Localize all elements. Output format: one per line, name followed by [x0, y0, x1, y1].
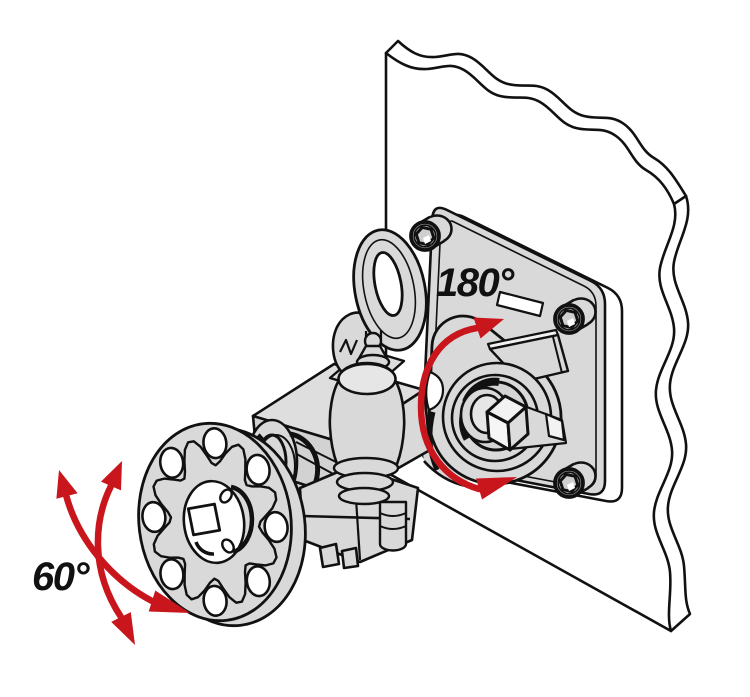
svg-text:180°: 180° — [436, 261, 515, 305]
svg-text:60°: 60° — [32, 555, 90, 599]
